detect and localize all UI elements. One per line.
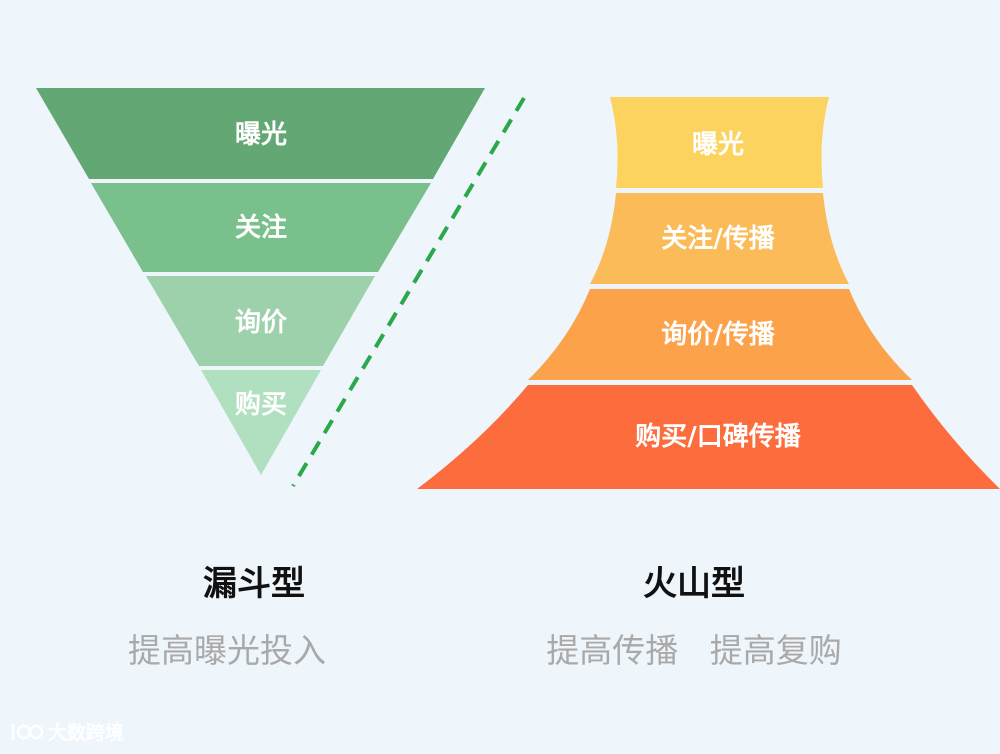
volcano-subtitle: 提高传播 提高复购 (546, 631, 842, 670)
funnel-label-attention: 关注 (235, 212, 287, 243)
watermark-logo-icon (11, 723, 44, 740)
funnel-diagram: 曝光 关注 询价 购买 (36, 88, 485, 475)
volcano-label-purchase: 购买/口碑传播 (635, 422, 801, 452)
volcano-segment-attention (590, 193, 849, 284)
funnel-title: 漏斗型 (203, 564, 305, 604)
watermark-text: 大数跨境 (48, 722, 125, 744)
funnel-segment-attention (91, 183, 431, 272)
funnel-label-purchase: 购买 (235, 390, 287, 420)
funnel-segment-exposure (36, 88, 485, 179)
volcano-diagram: 曝光 关注/传播 询价/传播 购买/口碑传播 (417, 97, 1000, 489)
watermark: 大数跨境 (10, 718, 124, 745)
volcano-label-exposure: 曝光 (692, 130, 744, 160)
volcano-segment-purchase (417, 385, 1000, 489)
funnel-subtitle: 提高曝光投入 (128, 631, 326, 670)
funnel-label-exposure: 曝光 (235, 120, 287, 150)
volcano-label-inquiry: 询价/传播 (661, 320, 775, 350)
volcano-segment-inquiry (528, 289, 912, 380)
volcano-segment-exposure (610, 97, 829, 188)
divider-dashed-line (291, 96, 526, 488)
volcano-title: 火山型 (643, 564, 745, 604)
volcano-label-attention: 关注/传播 (661, 223, 775, 254)
funnel-label-inquiry: 询价 (235, 308, 288, 338)
funnel-segment-inquiry (146, 276, 375, 366)
funnel-segment-purchase (201, 370, 321, 475)
